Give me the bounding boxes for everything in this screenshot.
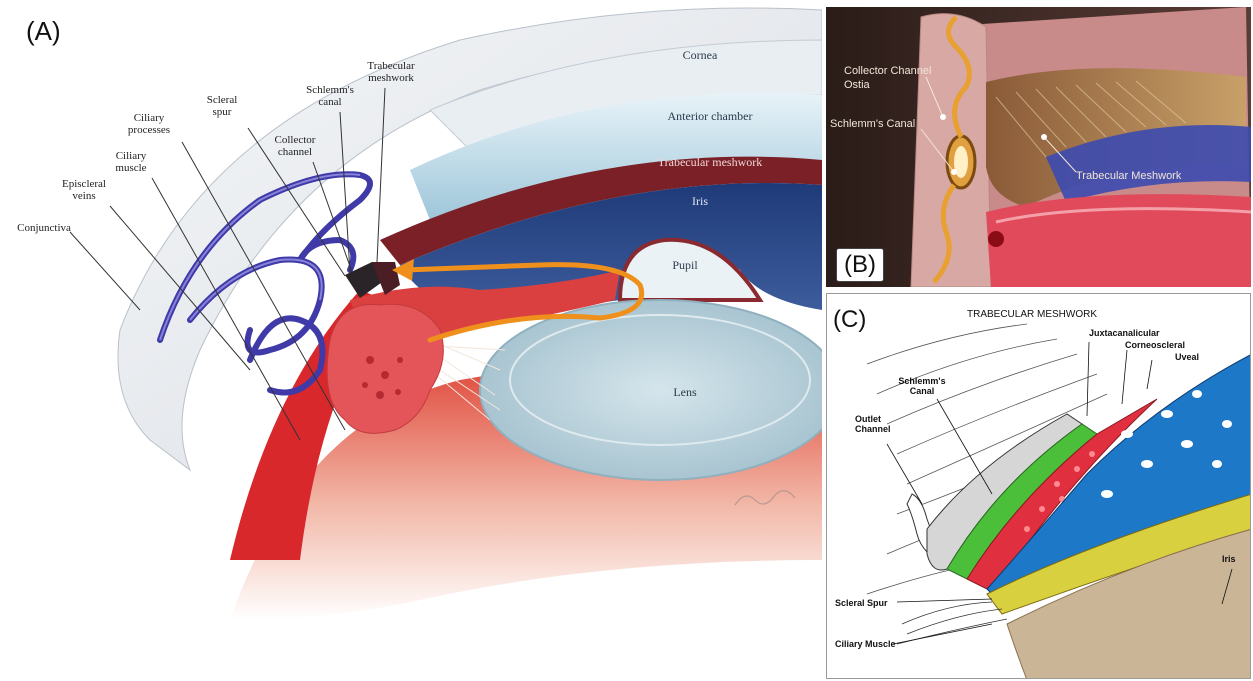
label-corneoscleral: Corneoscleral <box>1125 340 1205 350</box>
label-collector-channel-ostia: Collector Channel Ostia <box>844 64 944 92</box>
label-schlemms-canal: Schlemm's canal <box>300 84 360 108</box>
label-outlet-channel: Outlet Channel <box>855 414 899 434</box>
panel-b-3d-render: Collector Channel Ostia Schlemm's Canal … <box>826 7 1251 287</box>
label-trabecular-meshwork-b: Trabecular Meshwork <box>1076 169 1196 183</box>
label-ciliary-muscle-c: Ciliary Muscle <box>835 639 905 649</box>
label-trabecular-meshwork: Trabecular meshwork <box>360 60 422 84</box>
panel-c-trabecular-diagram: (C) TRABECULAR MESHWORK Juxtacanalicular… <box>826 293 1251 679</box>
label-schlemms-canal-b: Schlemm's Canal <box>830 117 930 131</box>
panel-a-eye-anatomy: (A) Cornea Anterior chamber Trabecular m… <box>0 0 822 681</box>
marker-schlemms-canal <box>951 169 957 175</box>
panel-a-letter: (A) <box>26 16 61 47</box>
marker-collector-ostia <box>940 114 946 120</box>
label-trabecular-meshwork-band: Trabecular meshwork <box>640 155 780 170</box>
label-lens: Lens <box>665 385 705 400</box>
label-episcleral-veins: Episcleral veins <box>58 178 110 202</box>
marker-trabecular-meshwork <box>1041 134 1047 140</box>
label-cornea: Cornea <box>670 48 730 63</box>
label-schlemms-canal-c: Schlemm's Canal <box>897 376 947 396</box>
eye-anterior-segment-illustration <box>0 0 822 681</box>
label-collector-channel: Collector channel <box>266 134 324 158</box>
schlemms-canal-render <box>826 7 1251 287</box>
label-juxtacanalicular: Juxtacanalicular <box>1089 328 1179 338</box>
label-pupil: Pupil <box>660 258 710 273</box>
panel-c-letter: (C) <box>833 306 866 334</box>
label-iris-c: Iris <box>1222 554 1251 564</box>
label-anterior-chamber: Anterior chamber <box>650 109 770 124</box>
label-ciliary-muscle: Ciliary muscle <box>108 150 154 174</box>
lens <box>480 300 822 480</box>
label-ciliary-processes: Ciliary processes <box>118 112 180 136</box>
ciliary-muscle-fibers <box>897 602 1007 644</box>
label-trabecular-meshwork-title: TRABECULAR MESHWORK <box>967 310 1137 320</box>
label-iris: Iris <box>680 194 720 209</box>
blood-vessel-dot <box>988 231 1004 247</box>
label-scleral-spur: Scleral spur <box>200 94 244 118</box>
panel-b-letter: (B) <box>836 248 884 282</box>
label-scleral-spur-c: Scleral Spur <box>835 598 905 608</box>
label-conjunctiva: Conjunctiva <box>4 222 84 234</box>
label-uveal: Uveal <box>1175 352 1215 362</box>
